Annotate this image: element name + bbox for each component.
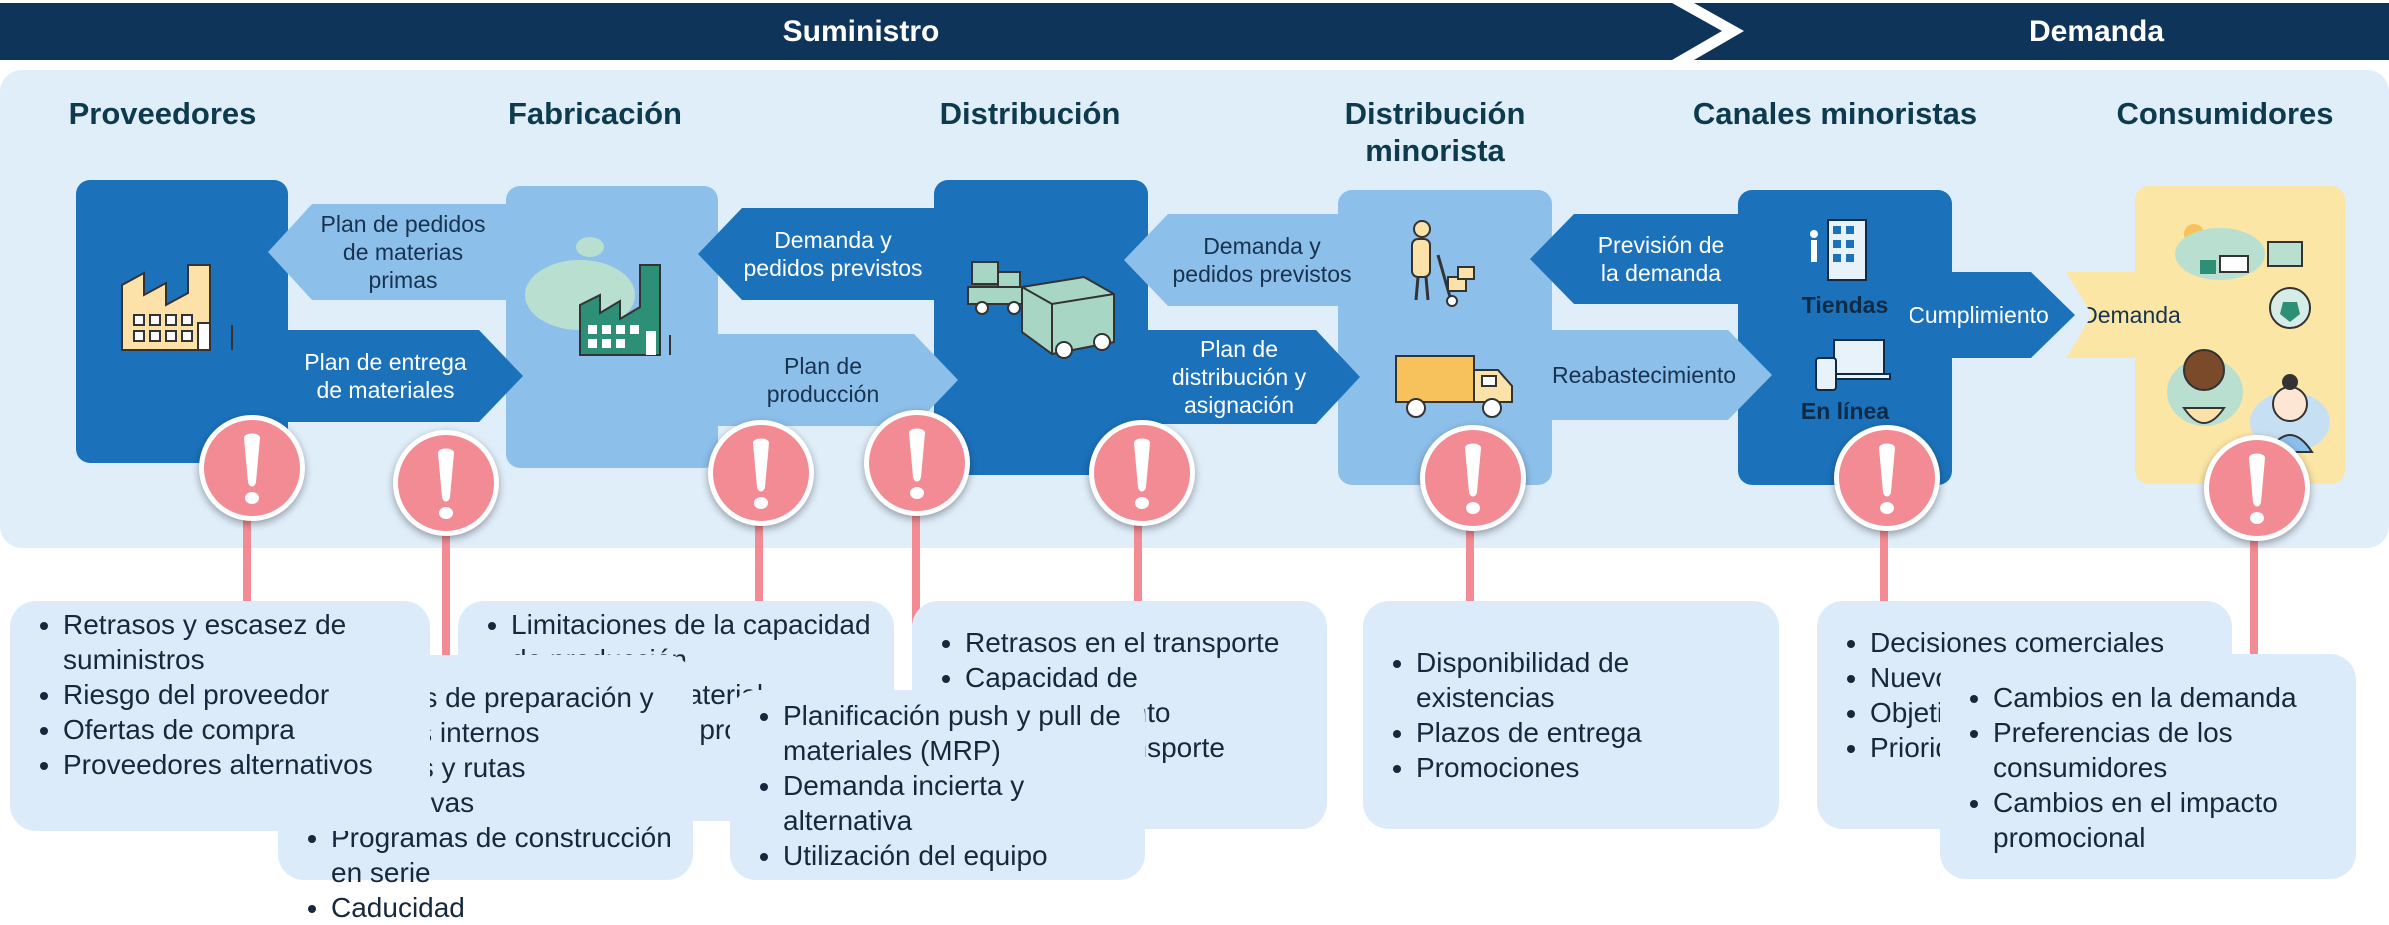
forklift-truck-icon [967,261,1115,359]
supply-banner: Suministro [0,3,1722,60]
risk-card-suppliers: Retrasos y escasez de suministros Riesgo… [10,601,430,831]
stage-title-distribution: Distribución [939,96,1121,131]
stores-label: Tiendas [1801,292,1889,318]
flow-replenishment: Reabastecimiento [1552,330,1772,420]
flow-demand-orders-1-label: Demanda y pedidos previstos [743,227,923,281]
risk-card-consumers: Cambios en la demanda Preferencias de lo… [1940,654,2356,879]
warning-icon-retail-channels [1834,425,1940,531]
flow-production-plan-label: Plan de producción [766,353,880,407]
risk-item: Promociones [1416,750,1761,785]
flow-replenishment-label: Reabastecimiento [1551,362,1737,388]
risk-item: Cambios en la demanda [1993,680,2338,715]
stage-title-suppliers: Proveedores [68,96,257,131]
warning-icon-distribution-b [864,410,970,516]
flow-demand-orders-1: Demanda y pedidos previstos [698,208,938,300]
flow-demand-orders-2: Demanda y pedidos previstos [1124,214,1364,306]
manufacturing-factory-icon [525,237,671,356]
risk-item: Cambios en el impacto promocional [1993,785,2338,855]
alert-stem-retail-distribution [1466,520,1474,605]
risk-card-retail-distribution: Disponibilidad de existencias Plazos de … [1363,601,1779,829]
risk-item: Preferencias de los consumidores [1993,715,2338,785]
risk-item: Demanda incierta y alternativa [783,768,1127,838]
flow-demand-orders-2-label: Demanda y pedidos previstos [1172,233,1352,287]
risk-item: Proveedores alternativos [63,747,412,782]
risk-item: Utilización del equipo [783,838,1127,873]
alert-stem-distribution-a [1134,510,1142,605]
flow-demand-label: Demanda [2081,302,2181,328]
supplier-factory-icon [121,264,233,351]
consumers-icon [2167,224,2330,453]
flow-distribution-plan: Plan de distribución y asignación [1148,330,1360,424]
risk-item: Disponibilidad de existencias [1416,645,1761,715]
online-label: En línea [1800,398,1890,424]
alert-stem-manufacturing-b [442,515,450,665]
warning-icon-retail-distribution [1420,425,1526,531]
risk-item: Planificación push y pull de materiales … [783,698,1127,768]
risk-item: Riesgo del proveedor [63,677,412,712]
flow-distribution-plan-label: Plan de distribución y asignación [1171,336,1307,418]
stage-title-retail-distribution: Distribución minorista [1344,96,1526,168]
flow-material-delivery: Plan de entrega de materiales [288,330,523,422]
risk-item: Plazos de entrega [1416,715,1761,750]
flow-raw-material-orders-label: Plan de pedidos de materias primas [320,211,486,293]
stage-title-consumers: Consumidores [2116,96,2334,131]
warning-icon-suppliers [199,415,305,521]
flow-fulfillment-label: Cumplimiento [1908,302,2049,328]
alert-stem-distribution-b [912,500,920,695]
demand-banner: Demanda [1694,3,2389,60]
online-devices-icon [1815,339,1891,391]
flow-demand-forecast-label: Previsión de la demanda [1597,232,1725,286]
flow-raw-material-orders: Plan de pedidos de materias primas [268,204,508,300]
risk-item: Decisiones comerciales [1870,625,2214,660]
store-building-icon [1810,219,1867,281]
warning-icon-distribution-a [1089,420,1195,526]
alert-stem-manufacturing-a [755,505,763,605]
alert-stem-consumers [2250,530,2258,660]
risk-item: Retrasos en el transporte [965,625,1309,660]
demand-banner-label: Demanda [2028,14,2165,48]
stage-title-retail-channels: Canales minoristas [1692,96,1978,131]
warning-icon-manufacturing-b [393,430,499,536]
warning-icon-manufacturing-a [708,420,814,526]
delivery-worker-icon [1411,220,1475,307]
risk-card-distribution-b: Planificación push y pull de materiales … [730,690,1145,880]
flow-material-delivery-label: Plan de entrega de materiales [304,349,467,403]
stage-title-manufacturing: Fabricación [508,96,682,131]
supply-banner-label: Suministro [782,14,940,48]
flow-demand-forecast: Previsión de la demanda [1530,214,1756,304]
risk-item: Ofertas de compra [63,712,412,747]
alert-stem-suppliers [243,500,251,605]
risk-item: Caducidad [331,890,675,925]
delivery-truck-icon [1395,355,1513,418]
alert-stem-retail-channels [1880,520,1888,605]
risk-item: Retrasos y escasez de suministros [63,607,412,677]
warning-icon-consumers [2204,435,2310,541]
